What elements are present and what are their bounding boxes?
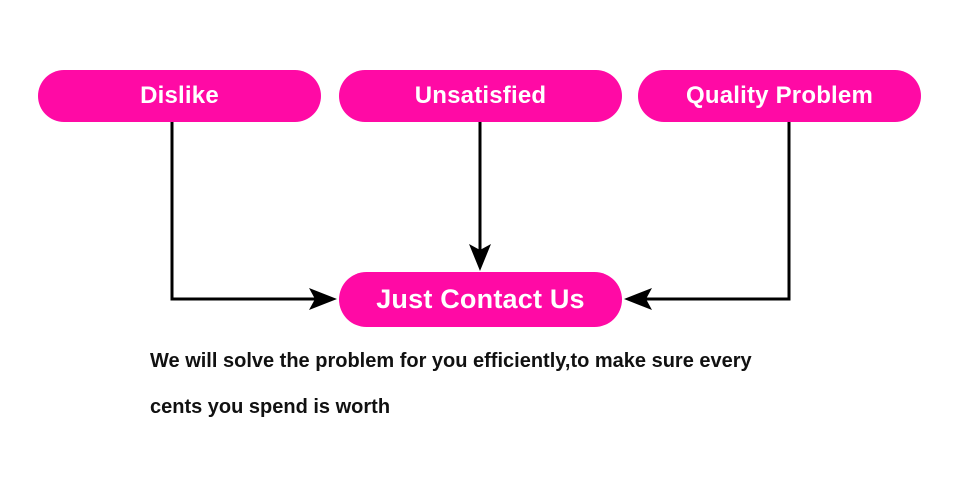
connector-quality-to-contact (646, 122, 791, 301)
arrowhead-unsatisfied (469, 244, 491, 271)
node-quality-problem: Quality Problem (638, 70, 921, 122)
node-just-contact-us: Just Contact Us (339, 272, 622, 327)
caption-line-2: cents you spend is worth (150, 396, 391, 418)
arrowhead-quality (624, 288, 652, 310)
connector-dislike-to-contact (170, 122, 315, 301)
node-dislike: Dislike (38, 70, 321, 122)
arrowhead-dislike (309, 288, 337, 310)
node-unsatisfied: Unsatisfied (339, 70, 622, 122)
caption-line-1: We will solve the problem for you effici… (150, 350, 752, 372)
